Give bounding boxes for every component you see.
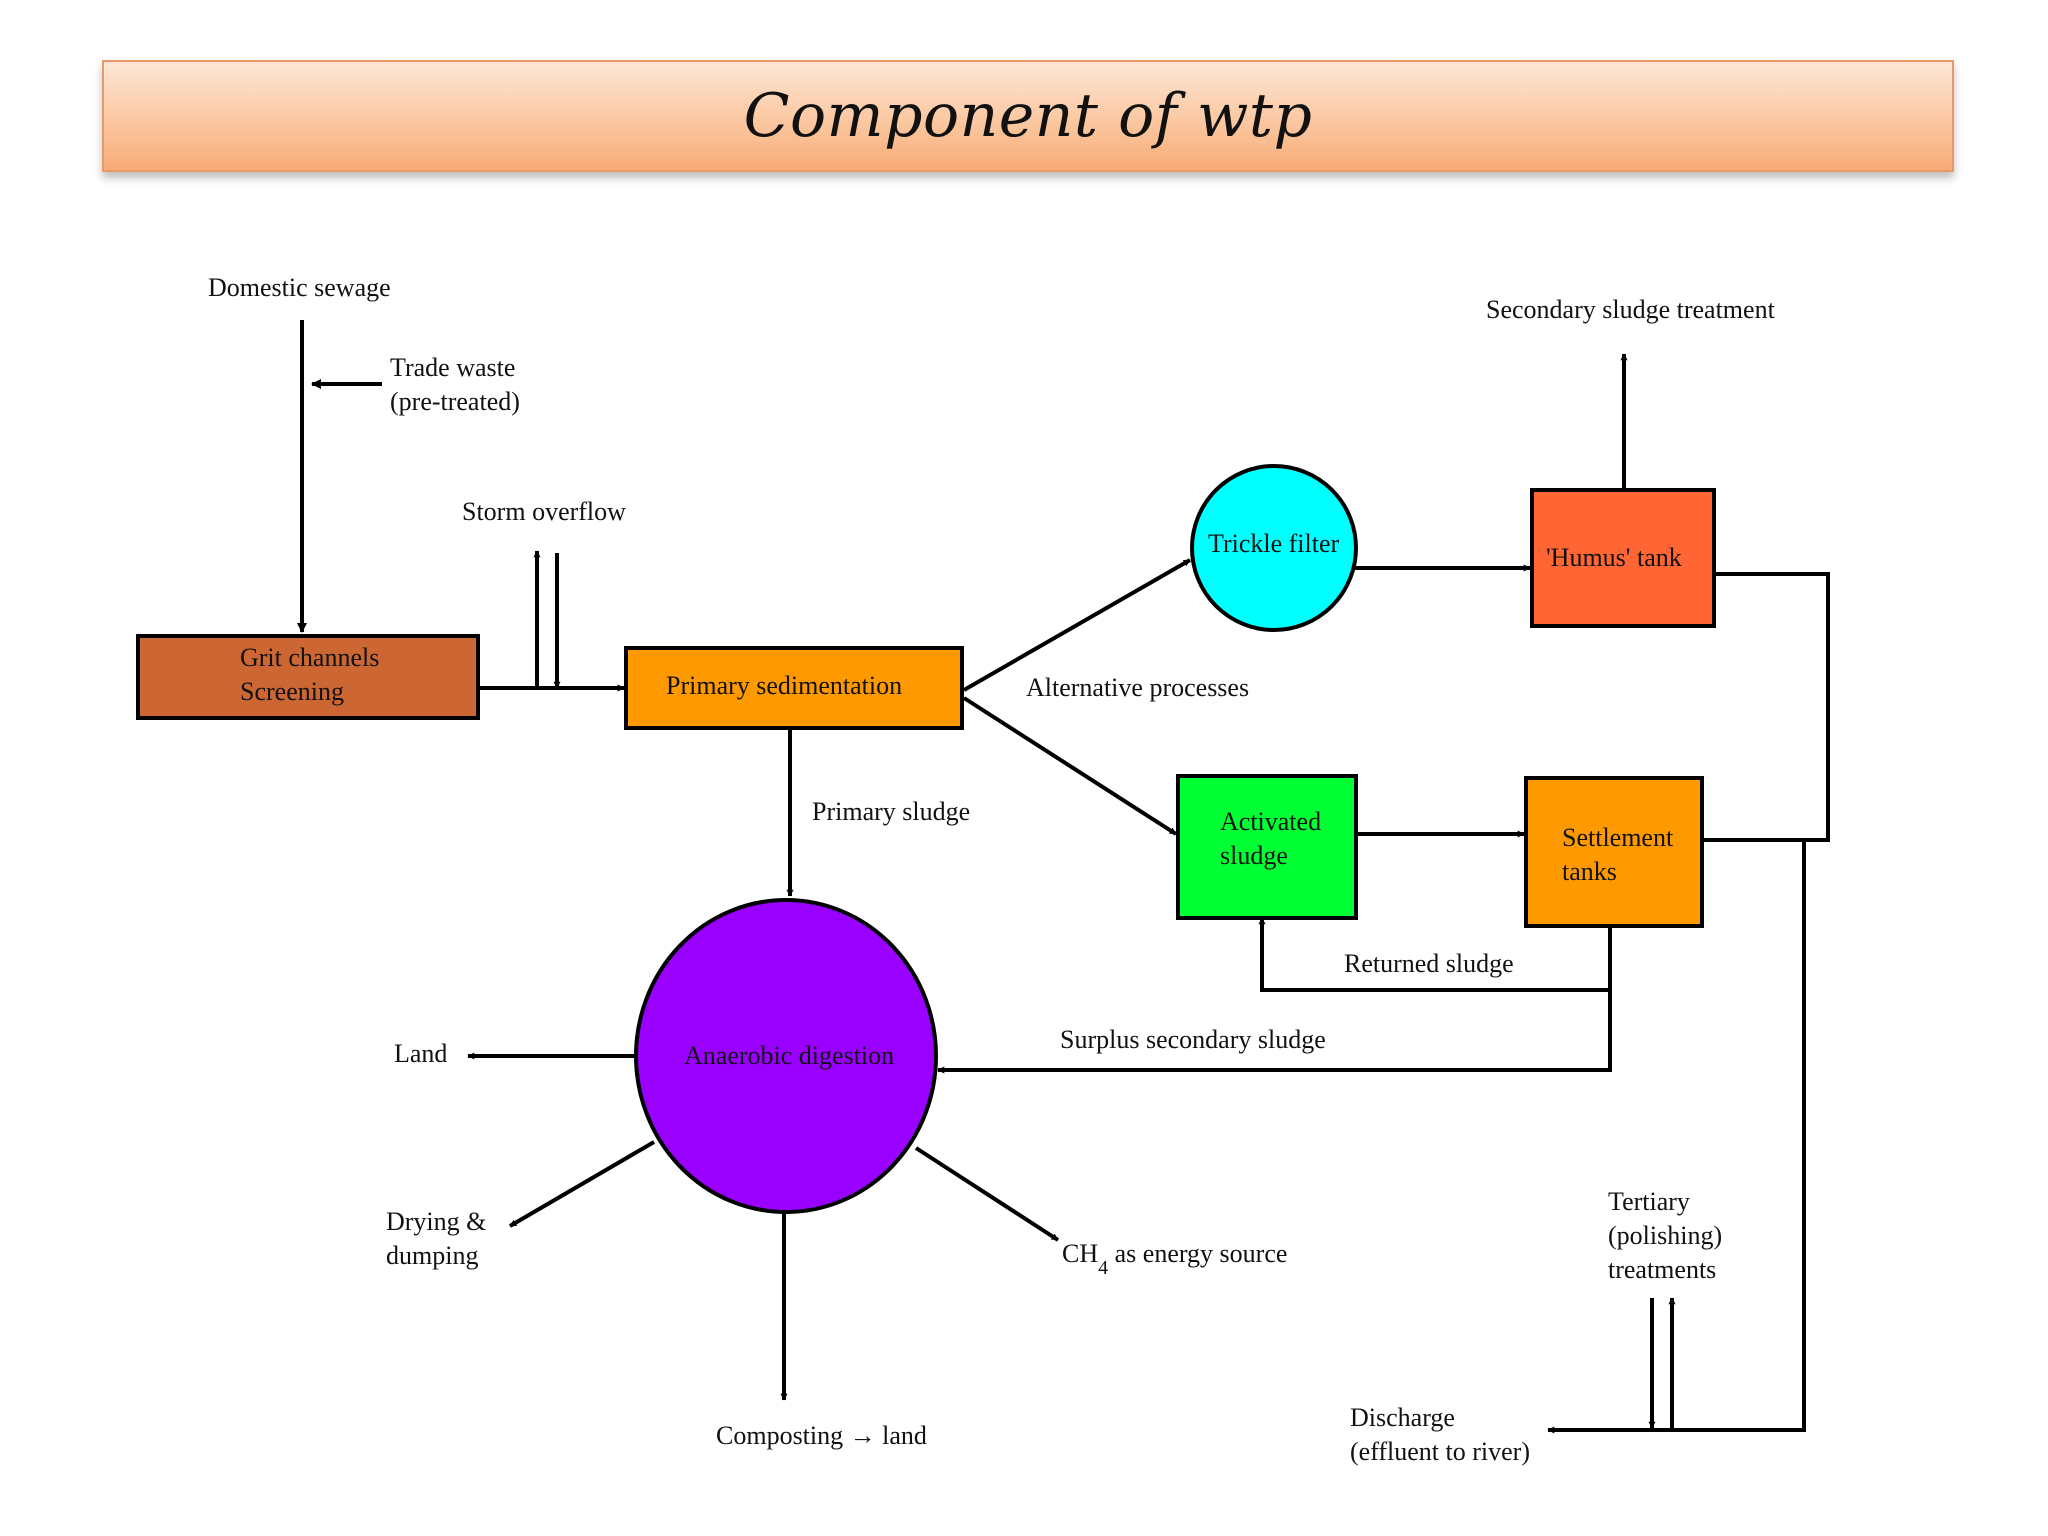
surplus-sludge-arrow — [937, 988, 1612, 1074]
label-composting: Composting → land — [716, 1421, 927, 1450]
grit-label-line2: Screening — [240, 677, 344, 706]
label-alternative-processes: Alternative processes — [1026, 673, 1249, 702]
label-primary-sludge: Primary sludge — [812, 797, 970, 826]
node-humus-tank: 'Humus' tank — [1530, 488, 1716, 628]
returned-sludge-arrow — [1258, 917, 1612, 992]
humus-box — [1530, 488, 1716, 628]
collector-to-discharge-arrow — [1547, 840, 1806, 1434]
primary-to-activated-arrow — [962, 696, 1178, 836]
label-ch4-energy: CH4 as energy source — [1062, 1239, 1287, 1279]
label-secondary-sludge-treatment: Secondary sludge treatment — [1486, 295, 1776, 324]
humus-to-discharge-line — [1702, 572, 1830, 842]
label-drying-line2: dumping — [386, 1241, 478, 1270]
label-tertiary-line3: treatments — [1608, 1255, 1716, 1284]
anaerobic-label: Anaerobic digestion — [684, 1041, 894, 1070]
ch4-rest: as energy source — [1108, 1239, 1287, 1268]
trickle-circle — [1190, 464, 1358, 632]
node-primary-sedimentation: Primary sedimentation — [624, 646, 964, 730]
primary-to-trickle-arrow — [963, 558, 1191, 692]
node-trickle-filter: Trickle filter — [1190, 464, 1358, 632]
label-drying-line1: Drying & — [386, 1207, 486, 1236]
trickle-label: Trickle filter — [1208, 529, 1340, 558]
digestion-to-drying-arrow — [508, 1140, 656, 1228]
label-discharge-line2: (effluent to river) — [1350, 1437, 1530, 1466]
title-bar: Component of wtp — [102, 60, 1954, 172]
node-settlement-tanks: Settlement tanks — [1524, 776, 1704, 928]
label-trade-waste-line2: (pre-treated) — [390, 387, 520, 416]
page-title: Component of wtp — [743, 81, 1313, 151]
label-tertiary-line1: Tertiary — [1608, 1187, 1690, 1216]
digestion-to-ch4-arrow — [914, 1146, 1060, 1242]
label-domestic-sewage: Domestic sewage — [208, 273, 391, 302]
settlement-box — [1524, 776, 1704, 928]
flow-labels: Domestic sewage Trade waste (pre-treated… — [208, 273, 1776, 1466]
label-surplus-secondary-sludge: Surplus secondary sludge — [1060, 1025, 1326, 1054]
node-activated-sludge: Activated sludge — [1176, 774, 1358, 920]
activated-label-line1: Activated — [1220, 807, 1321, 836]
humus-label: 'Humus' tank — [1546, 543, 1682, 572]
ch4-main: CH — [1062, 1239, 1098, 1268]
grit-label-line1: Grit channels — [240, 643, 379, 672]
node-anaerobic-digestion: Anaerobic digestion — [634, 898, 938, 1214]
anaerobic-circle — [634, 898, 938, 1214]
label-land: Land — [394, 1039, 447, 1068]
connectors — [297, 320, 1830, 1434]
label-tertiary-line2: (polishing) — [1608, 1221, 1722, 1250]
label-storm-overflow: Storm overflow — [462, 497, 626, 526]
activated-label-line2: sludge — [1220, 841, 1288, 870]
grit-box — [136, 634, 480, 720]
node-grit-screening: Grit channels Screening — [136, 634, 480, 720]
primary-label: Primary sedimentation — [666, 671, 902, 700]
settlement-label-line1: Settlement — [1562, 823, 1674, 852]
settlement-label-line2: tanks — [1562, 857, 1617, 886]
activated-box — [1176, 774, 1358, 920]
label-trade-waste-line1: Trade waste — [390, 353, 515, 382]
ch4-subscript: 4 — [1098, 1257, 1108, 1279]
label-discharge-line1: Discharge — [1350, 1403, 1455, 1432]
primary-box — [624, 646, 964, 730]
label-returned-sludge: Returned sludge — [1344, 949, 1514, 978]
